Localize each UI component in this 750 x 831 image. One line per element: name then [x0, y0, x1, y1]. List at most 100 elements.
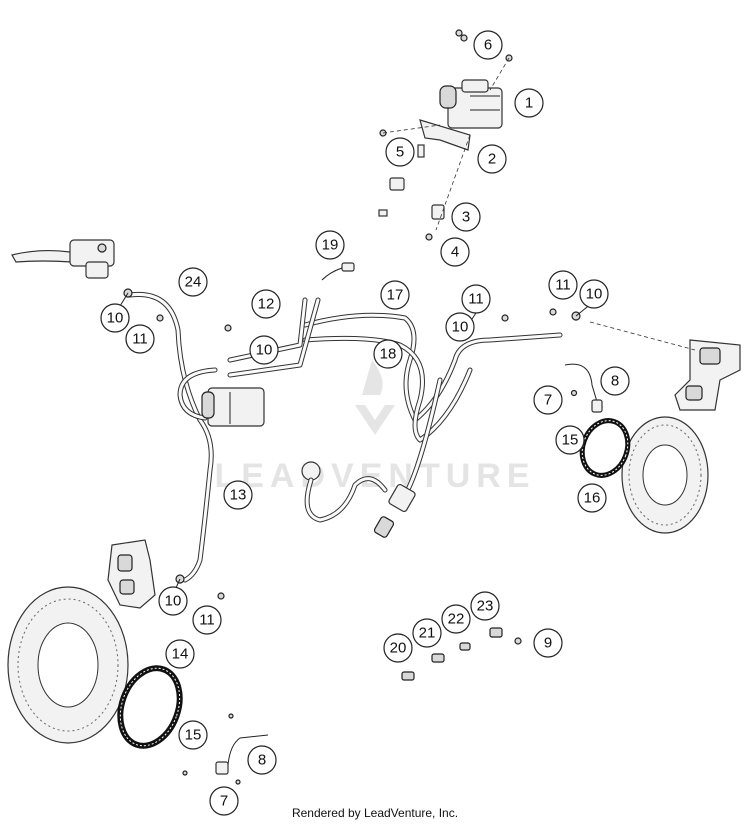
callout-c15a: 15 — [555, 425, 585, 455]
callout-c12: 12 — [251, 289, 281, 319]
callout-circle — [440, 237, 470, 267]
callout-circle — [579, 279, 609, 309]
callout-circle — [555, 425, 585, 455]
callout-c9: 9 — [533, 628, 563, 658]
sensor-connector-19 — [321, 262, 355, 281]
callout-c13: 13 — [223, 480, 253, 510]
callout-circle — [247, 745, 277, 775]
callout-circle — [315, 230, 345, 260]
callout-number: 11 — [468, 291, 484, 308]
callout-circle — [165, 639, 195, 669]
callout-circle — [249, 335, 279, 365]
callout-number: 8 — [258, 752, 266, 769]
callout-number: 11 — [199, 612, 215, 629]
small-connectors — [401, 627, 522, 681]
callout-number: 16 — [584, 490, 601, 507]
callout-number: 19 — [322, 237, 339, 254]
callout-c10a: 10 — [100, 303, 130, 333]
callout-circle — [445, 312, 475, 342]
callout-number: 15 — [185, 727, 202, 744]
callout-c3: 3 — [451, 202, 481, 232]
callout-number: 10 — [107, 310, 124, 327]
callout-c23: 23 — [470, 591, 500, 621]
bolts-6 — [455, 29, 513, 91]
front-wheel-sensor — [182, 713, 269, 785]
callout-circle — [380, 280, 410, 310]
callout-circle — [477, 144, 507, 174]
front-master-cylinder — [11, 239, 115, 279]
callout-circle — [441, 604, 471, 634]
callout-circle — [125, 324, 155, 354]
callout-number: 9 — [544, 635, 552, 652]
hydraulic-unit — [201, 387, 265, 427]
callout-circle — [473, 30, 503, 60]
callout-circle — [470, 591, 500, 621]
callout-number: 7 — [220, 793, 228, 810]
callout-number: 10 — [256, 342, 273, 359]
callout-c11d: 11 — [192, 605, 222, 635]
callout-c10d: 10 — [579, 279, 609, 309]
callout-c1: 1 — [514, 88, 544, 118]
callout-circle — [514, 88, 544, 118]
callout-circle — [100, 303, 130, 333]
footer-credit: Rendered by LeadVenture, Inc. — [291, 806, 459, 820]
rear-wheel-sensor — [564, 363, 603, 413]
callout-number: 5 — [396, 144, 404, 161]
callout-number: 14 — [172, 646, 189, 663]
callout-circle — [373, 339, 403, 369]
callout-circle — [223, 480, 253, 510]
callout-number: 4 — [451, 244, 459, 261]
callout-circle — [251, 289, 281, 319]
callout-c21: 21 — [412, 618, 442, 648]
callout-c11a: 11 — [125, 324, 155, 354]
callout-c16: 16 — [577, 483, 607, 513]
callout-c14: 14 — [165, 639, 195, 669]
callout-c15b: 15 — [178, 720, 208, 750]
callout-number: 17 — [387, 287, 404, 304]
front-brake-disc — [7, 586, 129, 744]
callout-c10c: 10 — [445, 312, 475, 342]
callout-c19: 19 — [315, 230, 345, 260]
callout-c10b: 10 — [249, 335, 279, 365]
callout-number: 13 — [230, 487, 247, 504]
callout-c5: 5 — [385, 137, 415, 167]
callout-number: 10 — [165, 593, 182, 610]
callout-c20: 20 — [383, 633, 413, 663]
callout-circle — [533, 385, 563, 415]
callout-circle — [461, 284, 491, 314]
watermark: LEADVENTURE — [214, 358, 535, 495]
callout-number: 18 — [380, 346, 397, 363]
callout-c8b: 8 — [247, 745, 277, 775]
callout-number: 10 — [586, 286, 603, 303]
callout-c11c: 11 — [548, 270, 578, 300]
callout-circle — [533, 628, 563, 658]
callout-c17: 17 — [380, 280, 410, 310]
callout-circle — [383, 633, 413, 663]
callout-number: 6 — [484, 37, 492, 54]
callout-number: 24 — [185, 274, 202, 291]
rear-caliper — [674, 339, 741, 411]
callout-c4: 4 — [440, 237, 470, 267]
callout-circle — [209, 786, 239, 816]
callout-circle — [548, 270, 578, 300]
callout-c7a: 7 — [533, 385, 563, 415]
front-caliper — [107, 539, 156, 609]
callout-c7b: 7 — [209, 786, 239, 816]
callout-number: 10 — [452, 319, 469, 336]
callout-number: 2 — [488, 151, 496, 168]
callout-c8a: 8 — [600, 366, 630, 396]
callout-number: 22 — [448, 611, 465, 628]
callout-number: 23 — [477, 598, 494, 615]
callout-c24: 24 — [178, 267, 208, 297]
callout-number: 1 — [525, 95, 533, 112]
callout-c6: 6 — [473, 30, 503, 60]
callout-circle — [178, 720, 208, 750]
brake-hoses — [127, 291, 563, 583]
watermark-text: LEADVENTURE — [214, 457, 535, 495]
callout-circle — [192, 605, 222, 635]
callout-c11b: 11 — [461, 284, 491, 314]
callout-circle — [412, 618, 442, 648]
front-sensor-ring — [117, 665, 183, 749]
callout-c22: 22 — [441, 604, 471, 634]
